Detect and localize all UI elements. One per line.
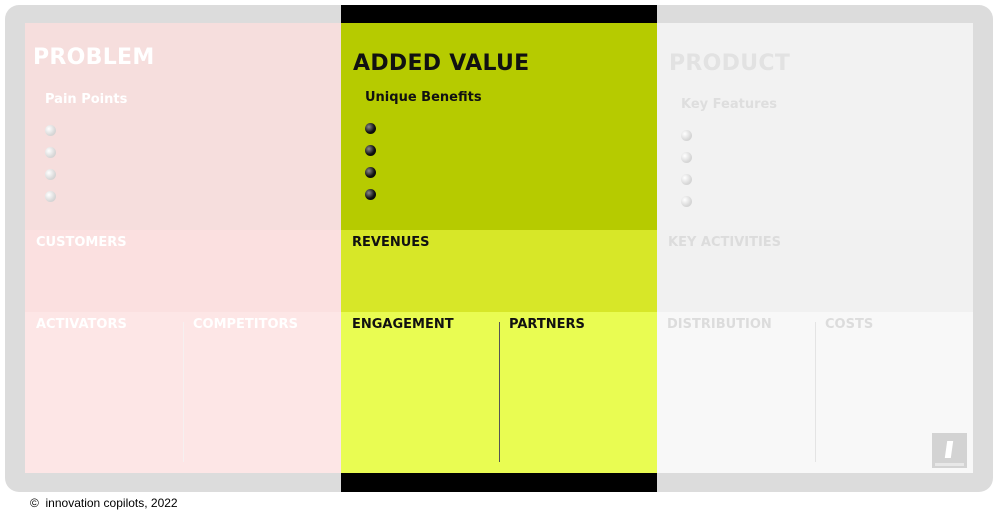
key-activities-section: KEY ACTIVITIES — [657, 230, 973, 312]
costs-label: COSTS — [825, 317, 874, 332]
added-value-title: ADDED VALUE — [353, 51, 530, 76]
competitors-label: COMPETITORS — [193, 317, 298, 332]
key-feature-bullet — [681, 174, 692, 185]
key-features-label: Key Features — [681, 97, 778, 112]
unique-benefit-bullet — [365, 123, 376, 134]
pain-point-bullet — [45, 125, 56, 136]
revenues-label: REVENUES — [352, 235, 430, 250]
product-title: PRODUCT — [669, 51, 791, 76]
customers-section: CUSTOMERS — [25, 230, 341, 312]
key-feature-bullet — [681, 196, 692, 207]
column-divider — [183, 322, 184, 462]
pain-points-label: Pain Points — [45, 92, 128, 107]
customers-label: CUSTOMERS — [36, 235, 127, 250]
logo-mark — [944, 441, 954, 458]
added-value-section: ADDED VALUE Unique Benefits — [341, 23, 657, 230]
copyright-footer: © innovation copilots, 2022 — [30, 496, 178, 510]
revenues-section: REVENUES — [341, 230, 657, 312]
pain-point-bullet — [45, 147, 56, 158]
activators-competitors-section: ACTIVATORS COMPETITORS — [25, 312, 341, 473]
distribution-label: DISTRIBUTION — [667, 317, 772, 332]
copyright-text: innovation copilots, 2022 — [45, 496, 178, 510]
copyright-symbol: © — [30, 496, 39, 510]
unique-benefit-bullet — [365, 189, 376, 200]
pain-point-bullet — [45, 191, 56, 202]
activators-label: ACTIVATORS — [36, 317, 127, 332]
problem-section: PROBLEM Pain Points — [25, 23, 341, 230]
unique-benefit-bullet — [365, 167, 376, 178]
engagement-partners-section: ENGAGEMENT PARTNERS — [341, 312, 657, 473]
column-divider — [499, 322, 500, 462]
product-section: PRODUCT Key Features — [657, 23, 973, 230]
distribution-costs-section: DISTRIBUTION COSTS — [657, 312, 973, 473]
innovation-copilots-logo — [932, 433, 967, 468]
key-feature-bullet — [681, 130, 692, 141]
key-feature-bullet — [681, 152, 692, 163]
key-activities-label: KEY ACTIVITIES — [668, 235, 782, 250]
engagement-label: ENGAGEMENT — [352, 317, 454, 332]
partners-label: PARTNERS — [509, 317, 585, 332]
column-divider — [815, 322, 816, 462]
problem-title: PROBLEM — [33, 45, 155, 70]
pain-point-bullet — [45, 169, 56, 180]
unique-benefits-label: Unique Benefits — [365, 90, 482, 105]
unique-benefit-bullet — [365, 145, 376, 156]
logo-baseline — [935, 463, 964, 466]
